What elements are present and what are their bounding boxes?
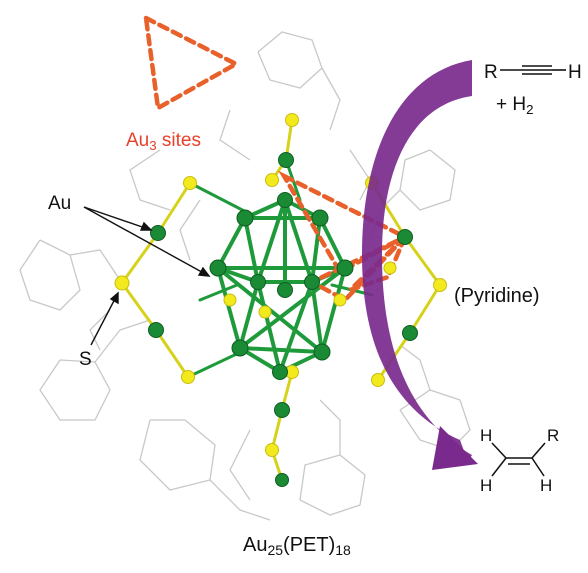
hydrogen-label: + H2 <box>496 94 534 117</box>
pyridine-label: (Pyridine) <box>454 285 540 307</box>
au-label: Au <box>48 193 72 214</box>
svg-text:H: H <box>540 476 552 495</box>
pointer-arrows <box>83 206 211 346</box>
alkene-molecule: H R H H <box>480 426 559 495</box>
svg-text:H: H <box>568 62 582 83</box>
cluster-formula-caption: Au25(PET)18 <box>243 534 351 559</box>
au3-legend-triangle <box>143 14 241 112</box>
ligand-framework <box>19 31 471 521</box>
alkyne-molecule: R H <box>484 62 582 83</box>
reaction-arrow <box>362 60 478 470</box>
svg-text:R: R <box>484 62 498 83</box>
svg-text:H: H <box>480 426 492 445</box>
s-label: S <box>79 349 92 370</box>
au3-sites-label: Au3 sites <box>126 130 202 153</box>
svg-text:R: R <box>547 426 559 445</box>
gold-atoms <box>148 152 418 487</box>
svg-text:H: H <box>480 476 492 495</box>
